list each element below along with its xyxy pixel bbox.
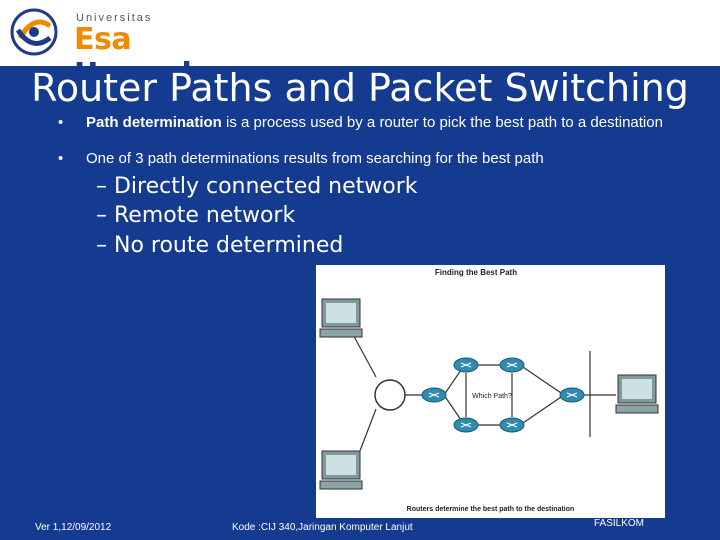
figure-title: Finding the Best Path (434, 268, 518, 277)
bullet-text: One of 3 path determinations results fro… (86, 150, 544, 167)
sub-item-directly-connected: – Directly connected network (96, 174, 418, 199)
logo-small-text: Universitas (76, 12, 153, 24)
sub-item-no-route: – No route determined (96, 233, 344, 258)
computer-icon (615, 374, 659, 414)
sub-item-remote-network: – Remote network (96, 203, 296, 228)
logo-word-1: Esa (74, 22, 132, 57)
router-icon (559, 387, 585, 403)
header: Universitas Esa Unggul (0, 0, 720, 92)
network-hub-icon (374, 379, 406, 411)
router-icon (453, 417, 479, 433)
bullet-text: is a process used by a router to pick th… (221, 114, 663, 131)
network-diagram-figure: Which Path? Finding the Best Path Router… (316, 265, 665, 518)
footer-version: Ver 1,12/09/2012 (35, 522, 112, 533)
which-path-label: Which Path? (472, 393, 512, 400)
slide-title: Router Paths and Packet Switching (31, 66, 689, 110)
computer-icon (319, 298, 363, 338)
bullet-bold: Path determination (86, 114, 222, 131)
network-diagram: Which Path? (319, 298, 659, 490)
bullet-dot: • (58, 150, 64, 167)
router-icon (453, 357, 479, 373)
university-logo: Universitas Esa Unggul (10, 8, 240, 92)
bullet-dot: • (58, 114, 64, 131)
router-icon (421, 387, 447, 403)
bullet-path-results: • One of 3 path determinations results f… (58, 150, 686, 167)
router-icon (499, 417, 525, 433)
router-icon (499, 357, 525, 373)
footer-course: Kode :CIJ 340,Jaringan Komputer Lanjut (232, 522, 413, 533)
figure-caption: Routers determine the best path to the d… (406, 506, 575, 513)
bullet-path-determination: • Path determination is a process used b… (58, 114, 686, 131)
logo-emblem-icon (10, 8, 58, 56)
computer-icon (319, 450, 363, 490)
footer-faculty: FASILKOM (594, 518, 645, 529)
